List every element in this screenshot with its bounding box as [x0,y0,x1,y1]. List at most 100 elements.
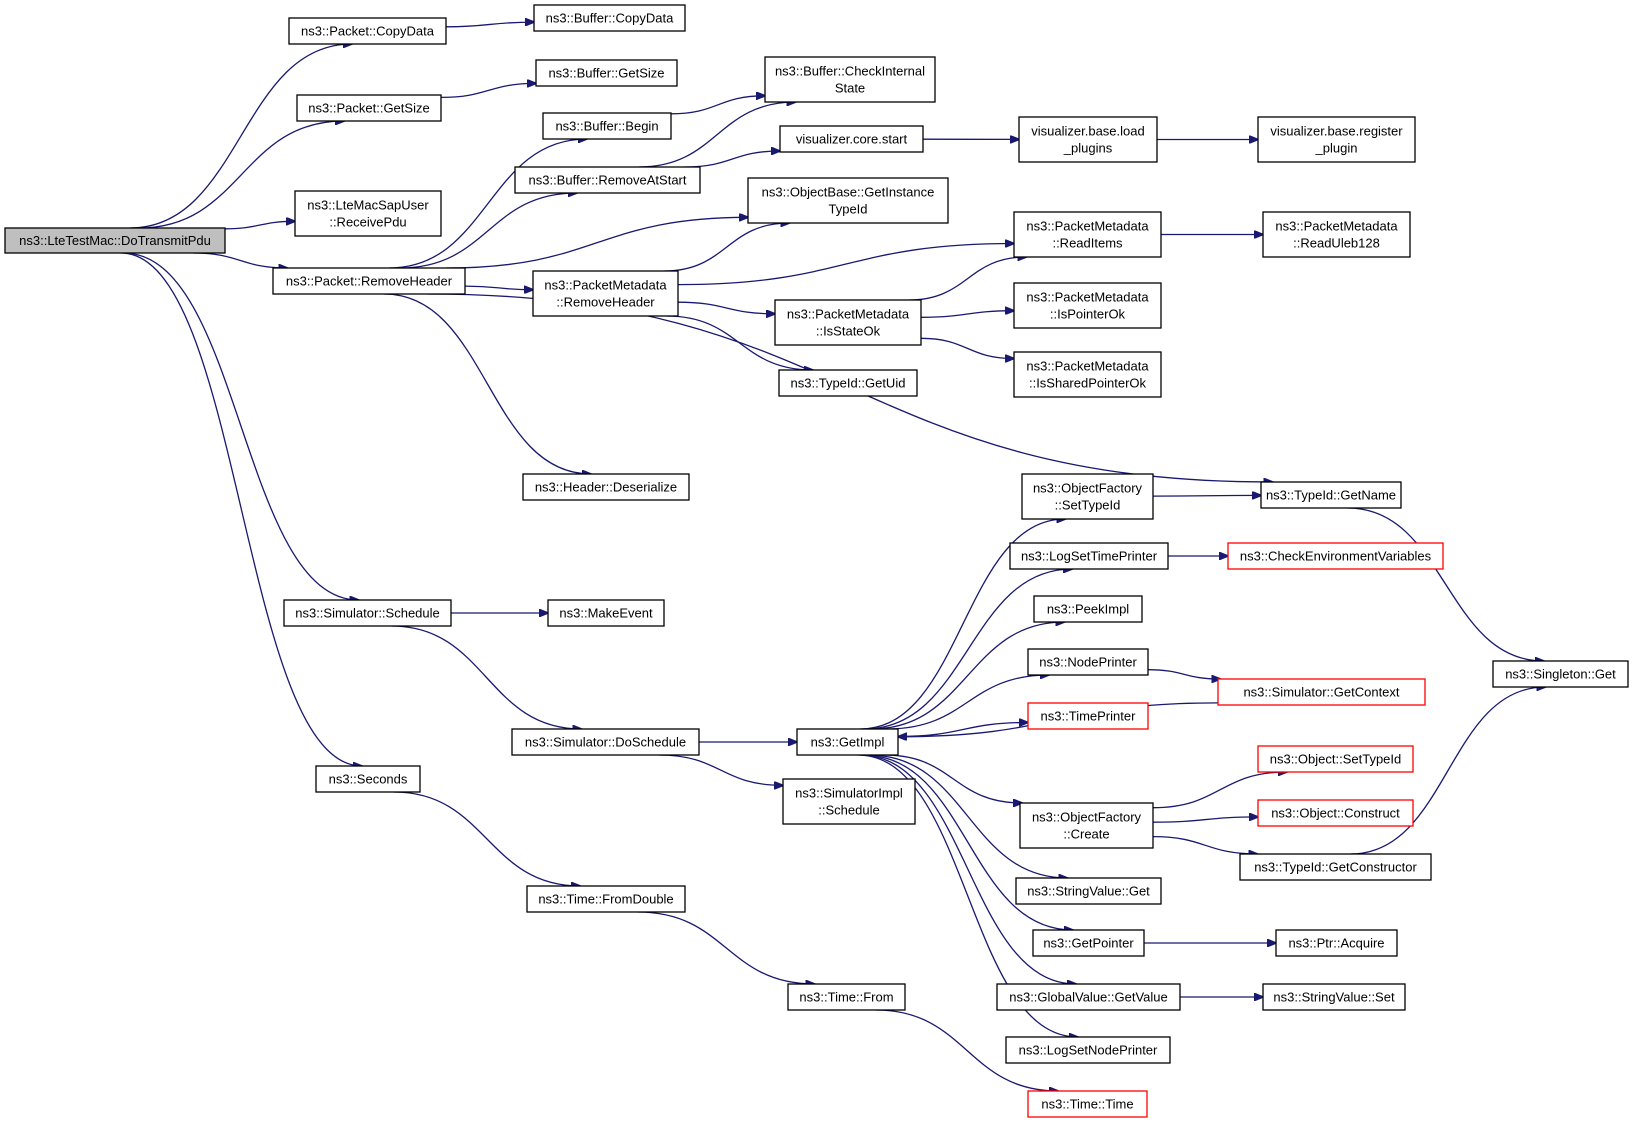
node-buf-size[interactable]: ns3::Buffer::GetSize [535,59,678,87]
node-box [547,599,665,627]
node-label: ns3::Singleton::Get [1505,667,1616,682]
node-of-set[interactable]: ns3::ObjectFactory::SetTypeId [1021,473,1154,520]
node-time-from[interactable]: ns3::Time::From [787,983,906,1011]
node-label: ns3::PacketMetadata [1275,219,1398,234]
node-label: ::RemoveHeader [556,295,655,310]
node-label: ns3::Buffer::RemoveAtStart [529,173,687,188]
node-label: ns3::GetPointer [1043,936,1134,951]
node-label: ::IsSharedPointerOk [1029,376,1147,391]
node-label: ::Create [1063,827,1109,842]
edge-get-impl-to-log-tp [864,569,1072,730]
node-box [1492,660,1629,688]
node-root[interactable]: ns3::LteTestMac::DoTransmitPdu [4,227,226,254]
node-buf-begin[interactable]: ns3::Buffer::Begin [542,112,672,140]
node-label: ns3::TypeId::GetConstructor [1254,860,1417,875]
node-sv-set[interactable]: ns3::StringValue::Set [1262,983,1406,1011]
node-check-env[interactable]: ns3::CheckEnvironmentVariables [1227,542,1444,570]
node-gv-get[interactable]: ns3::GlobalValue::GetValue [996,983,1181,1011]
node-label: ::Schedule [818,803,879,818]
node-singleton[interactable]: ns3::Singleton::Get [1492,660,1629,688]
node-label: ns3::TimePrinter [1041,709,1137,724]
node-ptr-acq[interactable]: ns3::Ptr::Acquire [1275,929,1398,957]
node-tid-name[interactable]: ns3::TypeId::GetName [1260,481,1402,509]
node-sv-get[interactable]: ns3::StringValue::Get [1015,877,1162,905]
node-sim-sched[interactable]: ns3::Simulator::Schedule [283,599,452,627]
node-obj-set[interactable]: ns3::Object::SetTypeId [1257,745,1414,773]
node-sim-dos[interactable]: ns3::Simulator::DoSchedule [511,728,700,756]
node-label: ns3::Packet::GetSize [308,101,429,116]
node-peek[interactable]: ns3::PeekImpl [1033,595,1143,623]
node-seconds[interactable]: ns3::Seconds [315,765,421,793]
node-pm-state[interactable]: ns3::PacketMetadata::IsStateOk [774,299,922,346]
node-pm-read[interactable]: ns3::PacketMetadata::ReadItems [1013,211,1162,258]
node-pkt-size[interactable]: ns3::Packet::GetSize [296,94,442,122]
node-box [532,270,679,317]
edge-pkt-rmh-to-buf-begin [388,139,587,269]
edge-sim-dos-to-simi-sched [658,754,783,785]
node-tid-ctor[interactable]: ns3::TypeId::GetConstructor [1239,853,1432,881]
node-box [1015,877,1162,905]
node-label: ns3::Buffer::CheckInternal [775,64,925,79]
node-pm-ptr[interactable]: ns3::PacketMetadata::IsPointerOk [1013,282,1162,329]
node-of-create[interactable]: ns3::ObjectFactory::Create [1019,802,1154,849]
node-box [1013,351,1162,398]
node-sap-user[interactable]: ns3::LteMacSapUser::ReceivePdu [294,190,442,237]
node-viz-start[interactable]: visualizer.core.start [779,125,924,153]
node-viz-load[interactable]: visualizer.base.load_plugins [1018,116,1158,163]
node-label: ns3::Simulator::Schedule [295,606,440,621]
node-label: ns3::LteMacSapUser [307,198,429,213]
node-label: ns3::CheckEnvironmentVariables [1240,549,1432,564]
node-pm-rmh[interactable]: ns3::PacketMetadata::RemoveHeader [532,270,679,317]
node-time-fd[interactable]: ns3::Time::FromDouble [526,885,686,913]
edge-root-to-pkt-rmh [193,252,287,268]
node-pm-shared[interactable]: ns3::PacketMetadata::IsSharedPointerOk [1013,351,1162,398]
node-label: ns3::PacketMetadata [544,278,667,293]
edge-get-impl-to-gv-get [859,754,1076,984]
node-buf-rm[interactable]: ns3::Buffer::RemoveAtStart [514,166,701,194]
node-time-pr[interactable]: ns3::TimePrinter [1027,702,1149,730]
edge-pkt-rmh-to-pm-rmh [464,285,533,290]
node-box [283,599,452,627]
node-label: ns3::ObjectFactory [1033,481,1143,496]
node-label: ns3::Header::Deserialize [535,480,677,495]
node-box [522,473,690,501]
edge-get-impl-to-get-ptr [863,754,1073,930]
node-tid-uid[interactable]: ns3::TypeId::GetUid [778,369,918,397]
node-box [315,765,421,793]
node-label: ns3::PeekImpl [1047,602,1129,617]
node-pkt-copy[interactable]: ns3::Packet::CopyData [288,17,447,45]
node-obj-cons[interactable]: ns3::Object::Construct [1257,799,1414,827]
node-get-ctx[interactable]: ns3::Simulator::GetContext [1217,678,1426,706]
node-log-np[interactable]: ns3::LogSetNodePrinter [1005,1036,1171,1064]
edge-root-to-sim-sched [123,252,359,600]
edge-root-to-sap-user [224,221,295,230]
edge-sim-sched-to-sim-dos [391,625,582,729]
node-time-time[interactable]: ns3::Time::Time [1027,1090,1148,1118]
node-label: ns3::LogSetNodePrinter [1019,1043,1158,1058]
node-node-pr[interactable]: ns3::NodePrinter [1027,648,1149,676]
node-simi-sched[interactable]: ns3::SimulatorImpl::Schedule [782,778,916,825]
node-hdr-des[interactable]: ns3::Header::Deserialize [522,473,690,501]
node-viz-reg[interactable]: visualizer.base.register_plugin [1257,116,1416,163]
node-box [526,885,686,913]
node-make-ev[interactable]: ns3::MakeEvent [547,599,665,627]
node-pm-uleb[interactable]: ns3::PacketMetadata::ReadUleb128 [1262,211,1411,258]
node-box [1257,799,1414,827]
node-pkt-rmh[interactable]: ns3::Packet::RemoveHeader [272,267,466,295]
node-buf-copy[interactable]: ns3::Buffer::CopyData [533,4,686,32]
node-get-impl[interactable]: ns3::GetImpl [796,728,899,756]
node-box [1260,481,1402,509]
edge-buf-begin-to-buf-check [670,96,765,115]
node-label: ::ReadUleb128 [1293,236,1380,251]
node-label: ns3::ObjectFactory [1032,810,1142,825]
node-box [511,728,700,756]
edge-pkt-rmh-to-hdr-des [383,293,591,474]
node-label: ns3::LogSetTimePrinter [1021,549,1158,564]
node-log-tp[interactable]: ns3::LogSetTimePrinter [1009,542,1169,570]
node-box [1013,282,1162,329]
edge-pm-state-to-pm-read [909,257,1026,301]
node-get-ptr[interactable]: ns3::GetPointer [1032,929,1145,957]
node-box [1021,473,1154,520]
